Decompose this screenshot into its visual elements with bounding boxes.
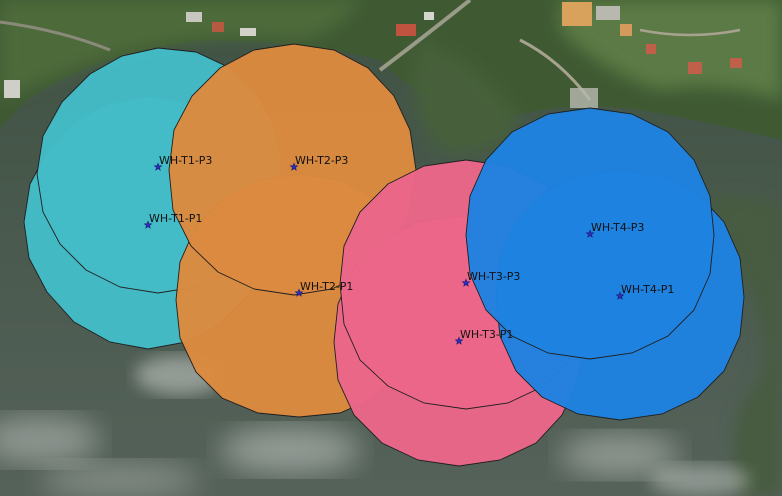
point-label: WH-T2-P1 xyxy=(300,280,353,293)
star-icon xyxy=(294,288,304,297)
point-wh-t3-p3[interactable]: WH-T3-P3 xyxy=(461,270,520,287)
point-label: WH-T1-P3 xyxy=(159,154,212,167)
point-wh-t1-p1[interactable]: WH-T1-P1 xyxy=(143,212,202,229)
point-wh-t4-p1[interactable]: WH-T4-P1 xyxy=(615,283,674,300)
point-label: WH-T3-P3 xyxy=(467,270,520,283)
point-label: WH-T3-P1 xyxy=(460,328,513,341)
point-wh-t2-p1[interactable]: WH-T2-P1 xyxy=(294,280,353,297)
star-icon xyxy=(153,162,163,171)
point-wh-t3-p1[interactable]: WH-T3-P1 xyxy=(454,328,513,345)
point-label: WH-T4-P1 xyxy=(621,283,674,296)
star-icon xyxy=(461,278,471,287)
star-icon xyxy=(585,229,595,238)
star-icon xyxy=(289,162,299,171)
star-icon xyxy=(615,291,625,300)
point-label: WH-T1-P1 xyxy=(149,212,202,225)
star-icon xyxy=(143,220,153,229)
star-icon xyxy=(454,336,464,345)
point-label: WH-T4-P3 xyxy=(591,221,644,234)
point-wh-t1-p3[interactable]: WH-T1-P3 xyxy=(153,154,212,171)
point-wh-t4-p3[interactable]: WH-T4-P3 xyxy=(585,221,644,238)
point-wh-t2-p3[interactable]: WH-T2-P3 xyxy=(289,154,348,171)
point-label: WH-T2-P3 xyxy=(295,154,348,167)
